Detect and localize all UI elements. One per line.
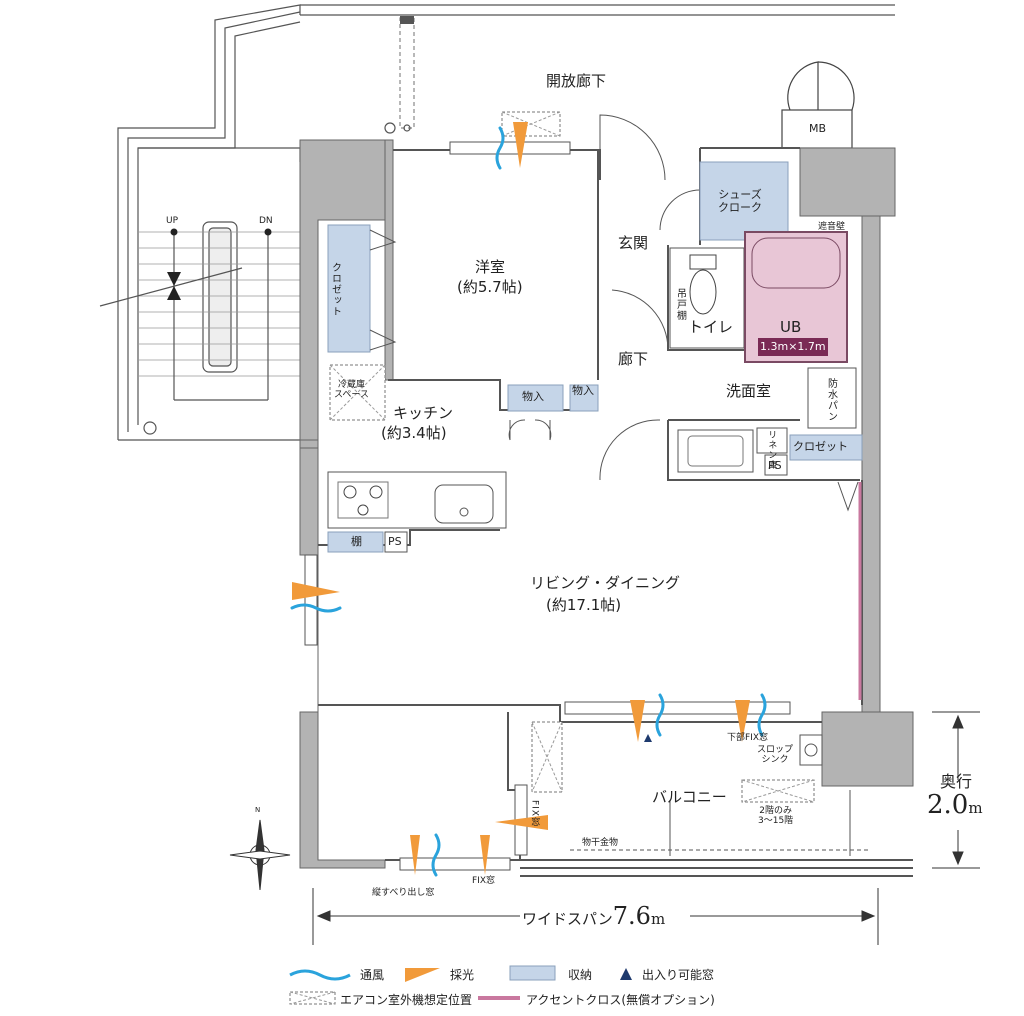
legend-accent: アクセントクロス(無償オプション) xyxy=(526,993,715,1007)
ventilation-marks xyxy=(290,126,767,877)
up-label: UP xyxy=(166,216,179,226)
depth-unit: m xyxy=(968,799,983,817)
shelf xyxy=(327,531,384,553)
waterproof-pan xyxy=(807,367,857,429)
fix-window-label: FIX窓 xyxy=(472,876,495,886)
span-number: 7.6 xyxy=(612,902,651,930)
legend-ac-unit: エアコン室外機想定位置 xyxy=(340,993,473,1007)
western-room-size: (約5.7帖) xyxy=(457,278,523,296)
closet-wash xyxy=(789,434,863,461)
shoes-cloak xyxy=(699,161,789,241)
entrance-label: 玄関 xyxy=(618,234,649,252)
depth-number: 2.0 xyxy=(927,790,969,820)
toilet-label: トイレ xyxy=(688,318,734,336)
hallway-label: 廊下 xyxy=(618,350,649,368)
waterproof-pan-label: 防水パン xyxy=(825,378,837,422)
span-unit: m xyxy=(650,910,666,928)
legend-access-window: 出入り可能窓 xyxy=(642,968,715,982)
shoes-cloak-label: シューズ クローク xyxy=(718,188,762,215)
north-label: N xyxy=(255,806,261,814)
balcony-label: バルコニー xyxy=(652,788,727,806)
storage-2 xyxy=(569,384,599,412)
drying-rack-label: 物干金物 xyxy=(582,838,619,848)
linen-label: リネン庫 xyxy=(766,430,777,470)
linen-box xyxy=(756,427,788,454)
western-room-label: 洋室 xyxy=(475,258,506,276)
legend-ventilation: 通風 xyxy=(360,968,385,982)
ps-box-1 xyxy=(384,531,408,553)
hanging-shelf-label: 吊戸棚 xyxy=(674,288,686,321)
staircase xyxy=(99,4,301,441)
dn-label: DN xyxy=(259,216,273,226)
depth-label: 奥行 xyxy=(940,772,973,791)
ps1-label: PS xyxy=(388,535,402,548)
ps2-label: PS xyxy=(768,459,782,472)
kitchen-size: (約3.4帖) xyxy=(381,424,447,442)
daylight-marks xyxy=(292,122,750,875)
unit-bath-label: UB xyxy=(780,318,802,336)
slop-sink-label: スロップ シンク xyxy=(757,745,794,766)
legend-daylight: 採光 xyxy=(450,968,475,982)
floor-note-label: 2階のみ 3〜15階 xyxy=(758,806,794,827)
depth-value: 2.0m xyxy=(927,790,983,820)
fridge-label: 冷蔵庫 スペース xyxy=(334,380,369,401)
fix-window-v-label: FIX窓 xyxy=(529,800,540,827)
span-dimension: ワイドスパン7.6m xyxy=(522,902,665,930)
compass xyxy=(229,819,291,891)
living-dining-label: リビング・ダイニング xyxy=(530,574,681,592)
legend-storage: 収納 xyxy=(568,968,593,982)
shelf-label: 棚 xyxy=(351,535,362,548)
span-label: ワイドスパン xyxy=(522,910,613,928)
closet-western xyxy=(327,224,371,353)
corridor-label: 開放廊下 xyxy=(546,72,607,90)
kitchen-label: キッチン xyxy=(393,404,454,422)
storage2-label: 物入 xyxy=(572,384,594,397)
lower-fix-window-label: 下部FIX窓 xyxy=(727,733,768,743)
storage1-label: 物入 xyxy=(522,390,544,403)
slide-window-label: 縦すべり出し窓 xyxy=(372,888,435,898)
sound-wall-label: 遮音壁 xyxy=(818,222,846,232)
living-dining-size: (約17.1帖) xyxy=(546,596,622,614)
ps-box-2 xyxy=(764,454,788,476)
closet-western-label: クロゼット xyxy=(329,262,341,317)
unit-bath-size: 1.3m×1.7m xyxy=(760,340,826,353)
washroom-label: 洗面室 xyxy=(726,382,772,400)
closet-wash-label: クロゼット xyxy=(793,440,848,453)
storage-1 xyxy=(507,384,564,412)
mb-label: MB xyxy=(809,122,827,135)
